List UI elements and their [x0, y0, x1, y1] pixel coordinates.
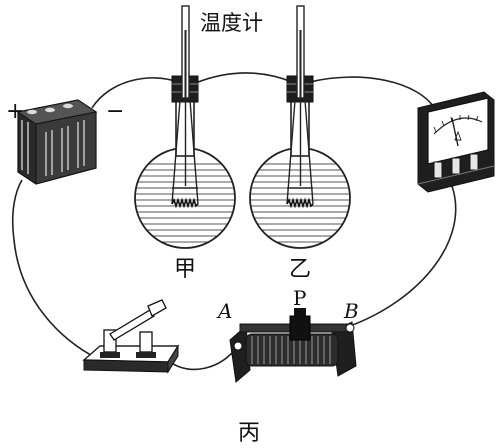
wire-rheostat-to-switch	[169, 345, 239, 371]
wire-battery-to-flask-left	[91, 77, 179, 109]
battery: + −	[6, 99, 124, 185]
flask-left: 甲	[134, 5, 236, 282]
wires	[11, 72, 457, 371]
battery-plus-label: +	[6, 99, 24, 124]
flask-right: 乙	[249, 5, 351, 282]
switch	[82, 299, 180, 374]
wire-ammeter-to-rheostat	[349, 185, 457, 327]
flask-right-label: 乙	[289, 257, 311, 282]
slider-p-label: P	[293, 286, 306, 310]
ammeter	[417, 91, 495, 193]
terminal-a-label: A	[216, 299, 232, 323]
rheostat-label: 丙	[238, 421, 260, 446]
terminal-b-label: B	[343, 299, 359, 323]
thermometer-label: 温度计	[200, 11, 263, 35]
wire-flask-right-to-ammeter	[309, 76, 438, 113]
rheostat: A P B 丙	[216, 286, 359, 446]
wire-flask-left-to-flask-right	[197, 72, 293, 83]
battery-minus-label: −	[106, 99, 124, 124]
wire-switch-to-battery	[11, 179, 101, 361]
flask-left-label: 甲	[174, 257, 196, 282]
